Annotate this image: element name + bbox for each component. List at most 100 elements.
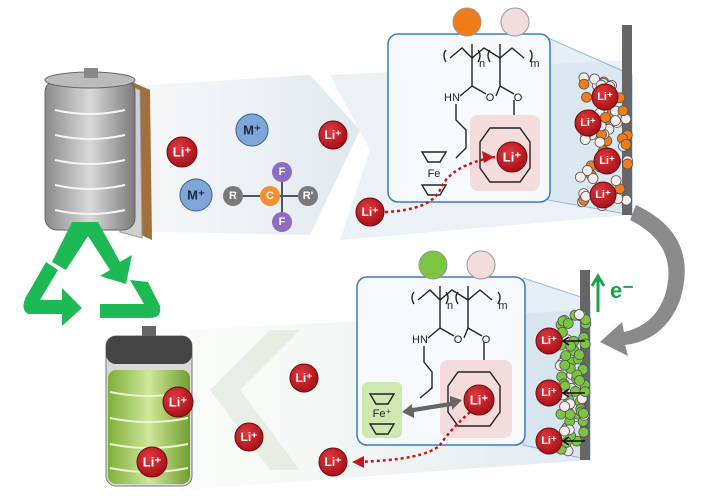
polymer-particle: [621, 194, 632, 206]
lithium-ion-label: Li⁺: [169, 395, 188, 410]
cycle-arrow-icon: [600, 205, 685, 356]
oxygen-label: O: [514, 92, 523, 104]
polymer-particle: [578, 407, 589, 419]
polymer-particle: [562, 318, 574, 329]
fluorine-label: F: [279, 166, 286, 178]
lithium-ion-label: Li⁺: [541, 435, 557, 447]
polymer-particle: [574, 375, 585, 386]
carbon-atom: [260, 186, 280, 206]
r-prime-group-atom: [298, 186, 318, 206]
polymer-particle: [569, 386, 581, 397]
polymer-particle: [565, 340, 577, 352]
polymer-particle: [575, 171, 586, 183]
polymer-particle: [559, 401, 571, 412]
r-group-atom: [223, 186, 243, 206]
li-release-path: [354, 411, 471, 464]
repulsion-arrow: [402, 396, 462, 418]
recycle-icon: [23, 222, 161, 326]
lithium-ion: Li⁺: [166, 136, 198, 168]
polymer-particle: [559, 425, 570, 437]
polymer-particle: [564, 409, 576, 420]
lithium-ion: Li⁺: [289, 363, 319, 393]
crown-monomer-indicator: [500, 7, 530, 37]
lithium-ion-label: Li⁺: [362, 205, 379, 219]
carbon-label: C: [266, 190, 274, 202]
polymer-particle: [573, 309, 585, 320]
electron-flow-indicator: e⁻: [590, 273, 634, 312]
r-group-label: R: [229, 190, 237, 202]
lithium-ion: Li⁺: [589, 181, 617, 209]
lithium-ion: Li⁺: [496, 141, 528, 173]
lithium-ion-label: Li⁺: [325, 128, 342, 142]
lithium-ion-label: Li⁺: [173, 145, 192, 160]
repeat-m-label: m: [530, 58, 539, 70]
polymer-particle: [579, 386, 591, 398]
li-release-arrowhead: [352, 456, 364, 468]
crown-monomer-indicator: [466, 250, 496, 280]
metal-ion-label: M⁺: [243, 123, 261, 138]
lithium-ion: Li⁺: [574, 109, 602, 137]
lithium-ion: Li⁺: [318, 120, 348, 150]
oxygen-label: O: [454, 334, 463, 346]
attraction-arrow: [561, 436, 585, 446]
oxygen-label: O: [486, 92, 495, 104]
metal-ion-label: M⁺: [187, 188, 205, 203]
lithium-ion-label: Li⁺: [541, 387, 557, 399]
polymer-particle: [587, 173, 599, 184]
ferrocenium-monomer-indicator: [418, 250, 448, 280]
lithium-ion: Li⁺: [355, 197, 385, 227]
lithium-ion-label: Li⁺: [241, 430, 258, 444]
electron-label: e⁻: [610, 278, 634, 303]
lithium-ion: Li⁺: [591, 83, 619, 111]
polymer-particle: [599, 112, 611, 123]
polymer-particle: [589, 73, 600, 85]
iron-oxidized-label: Fe⁺: [373, 408, 392, 420]
oxygen-label: O: [482, 334, 491, 346]
lithium-ion-label: Li⁺: [325, 455, 342, 469]
lithium-ion-label: Li⁺: [143, 455, 162, 470]
lithium-ion-label: Li⁺: [503, 150, 522, 165]
fluorine-atom: [272, 162, 292, 182]
polymer-particle: [559, 359, 571, 371]
ferrocene-monomer-indicator: [452, 7, 482, 37]
attraction-arrow: [561, 388, 585, 398]
polymer-particle: [610, 115, 621, 127]
li-capture-arrowhead: [482, 151, 494, 163]
lithium-ion: Li⁺: [234, 422, 264, 452]
polymer-particle: [578, 426, 590, 438]
lithium-ion-label: Li⁺: [599, 155, 615, 167]
lithium-ion: Li⁺: [463, 384, 495, 416]
repeat-n-label: n: [447, 300, 453, 312]
repeat-n-label: n: [479, 58, 485, 70]
lithium-ion-label: Li⁺: [597, 91, 613, 103]
lithium-ion: Li⁺: [162, 386, 194, 418]
lithium-ion-label: Li⁺: [541, 335, 557, 347]
spent-battery-icon: [44, 68, 152, 240]
lithium-ion: Li⁺: [136, 446, 168, 478]
fluorine-label: F: [279, 216, 286, 228]
lithium-ion: Li⁺: [535, 427, 563, 455]
lithium-ion-label: Li⁺: [580, 117, 596, 129]
r-prime-group-label: R': [303, 190, 314, 202]
polymer-particle: [610, 175, 622, 187]
lithium-ion-label: Li⁺: [296, 371, 313, 385]
polymer-particle: [573, 349, 585, 361]
polymer-particle: [622, 158, 633, 170]
lithium-ion: Li⁺: [535, 379, 563, 407]
lithium-ion-label: Li⁺: [595, 189, 611, 201]
polymer-particle: [617, 105, 629, 117]
metal-ion: M⁺: [179, 178, 213, 212]
repeat-m-label: m: [498, 300, 507, 312]
metal-ion: M⁺: [235, 113, 269, 147]
polymer-particle: [582, 165, 593, 176]
polymer-particle: [560, 350, 572, 362]
iron-label: Fe: [428, 168, 441, 180]
attraction-arrow: [561, 336, 585, 346]
amide-nh-label: HN: [444, 92, 460, 104]
polymer-particle: [581, 91, 592, 103]
li-capture-path: [384, 155, 496, 214]
lithium-ion: Li⁺: [318, 447, 348, 477]
anion-molecule: R R' F F C: [223, 162, 318, 232]
